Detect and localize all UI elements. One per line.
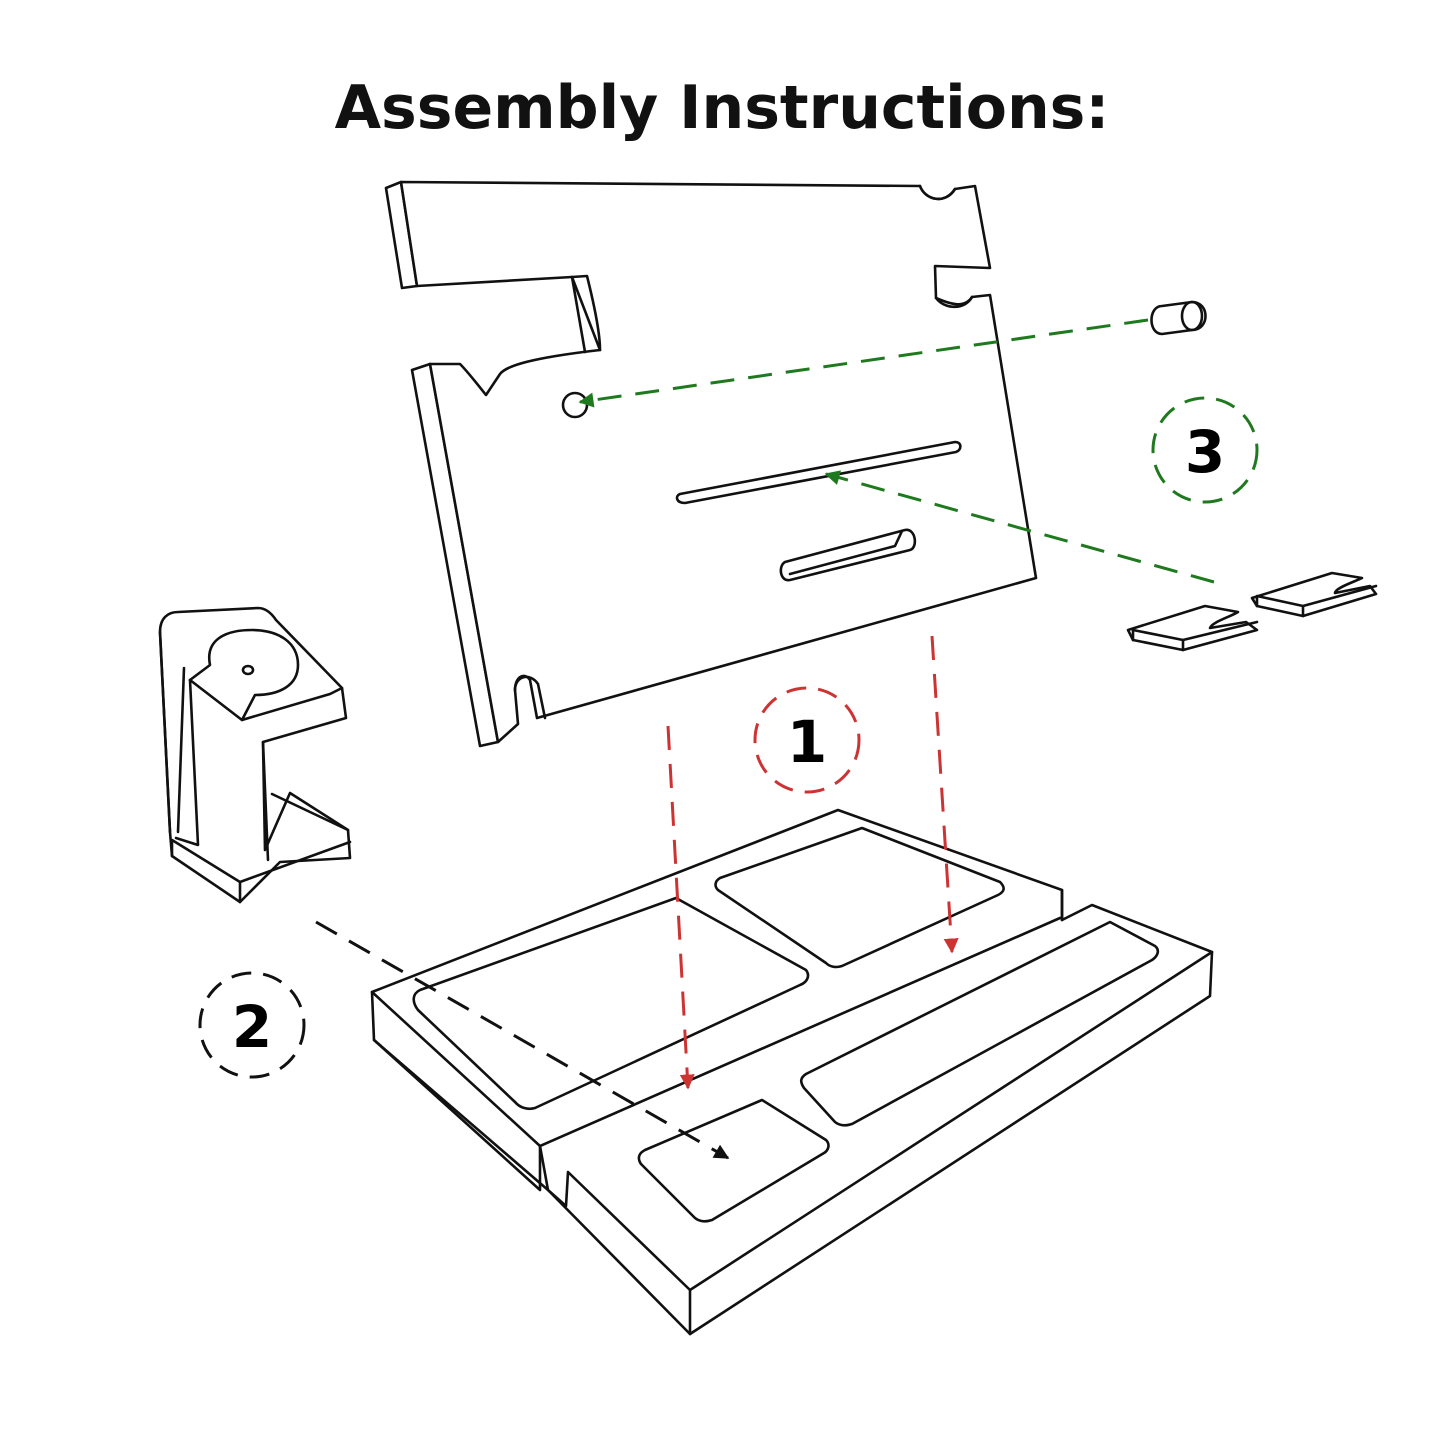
step-1-label: 1 xyxy=(753,686,861,794)
step-2-arrow xyxy=(315,920,730,1160)
step-1-arrow-right xyxy=(930,635,959,954)
step-2-number: 2 xyxy=(232,993,272,1061)
page-title: Assembly Instructions: xyxy=(335,73,1110,143)
clips xyxy=(1126,571,1378,652)
step-1-arrows xyxy=(666,635,959,1090)
step-2-label: 2 xyxy=(198,971,306,1079)
back-panel xyxy=(384,180,1038,748)
step-3-label: 3 xyxy=(1151,396,1259,504)
watch-stand xyxy=(158,606,352,904)
step-1-arrow-left xyxy=(666,725,695,1090)
step-3-arrow-peg xyxy=(578,318,1149,408)
step-3-arrows xyxy=(578,318,1215,584)
peg xyxy=(1150,300,1207,336)
base-tray xyxy=(370,808,1214,1336)
step-1-number: 1 xyxy=(787,708,827,776)
step-3-arrow-clips xyxy=(824,470,1215,584)
step-3-number: 3 xyxy=(1185,418,1225,486)
